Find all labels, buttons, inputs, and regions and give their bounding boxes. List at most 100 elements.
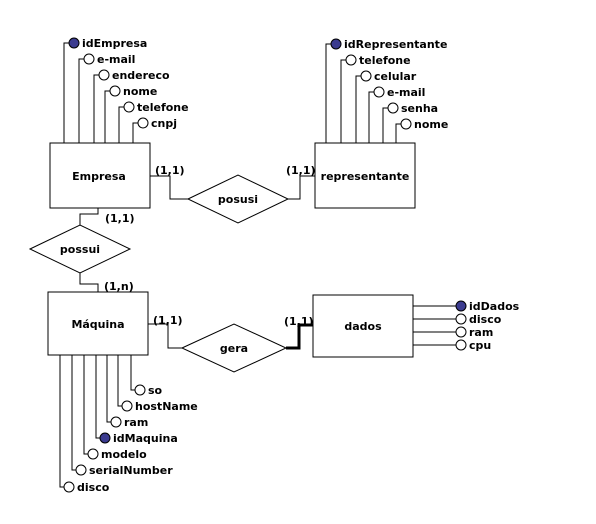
relationship-gera-label: gera xyxy=(220,342,248,355)
connector-line xyxy=(106,355,111,423)
entity-representante[interactable]: representante xyxy=(314,142,416,209)
attr-maquina-disco[interactable]: disco xyxy=(63,481,110,494)
attribute-icon xyxy=(121,400,133,412)
primary-key-icon xyxy=(99,432,111,444)
attr-representante-celular[interactable]: celular xyxy=(360,70,417,83)
connector-line xyxy=(63,42,69,143)
connector-empresa-posusi xyxy=(150,175,188,200)
entity-maquina-label: Máquina xyxy=(71,318,124,331)
relationship-gera[interactable]: gera xyxy=(180,323,288,373)
attribute-icon xyxy=(110,416,122,428)
attr-empresa-telefone[interactable]: telefone xyxy=(123,101,189,114)
connector-gera-dados xyxy=(286,323,313,350)
attr-maquina-ram[interactable]: ram xyxy=(110,416,148,429)
attribute-icon xyxy=(455,313,467,325)
cardinality-empresa-possui: (1,1) xyxy=(105,212,135,225)
cardinality-maquina-possui: (1,n) xyxy=(104,280,134,293)
attr-label: nome xyxy=(123,85,157,98)
attribute-icon xyxy=(373,86,385,98)
attr-label: telefone xyxy=(359,54,411,67)
attribute-icon xyxy=(123,101,135,113)
attr-empresa-endereco[interactable]: endereco xyxy=(98,69,170,82)
attribute-icon xyxy=(387,102,399,114)
connector-line xyxy=(355,75,361,143)
attr-label: cpu xyxy=(469,339,491,352)
connector-line xyxy=(95,355,100,439)
attr-label: nome xyxy=(414,118,448,131)
connector-line xyxy=(83,355,88,455)
attr-dados-iddados[interactable]: idDados xyxy=(455,300,520,313)
attr-empresa-idempresa[interactable]: idEmpresa xyxy=(68,37,147,50)
attr-label: ram xyxy=(469,326,493,339)
attr-label: idRepresentante xyxy=(344,38,447,51)
attr-label: cnpj xyxy=(151,117,177,130)
connector-lines xyxy=(59,42,456,488)
attr-label: endereco xyxy=(112,69,170,82)
attr-label: hostName xyxy=(135,400,198,413)
attr-maquina-serialnumber[interactable]: serialNumber xyxy=(75,464,173,477)
connector-line xyxy=(340,59,346,143)
attr-label: so xyxy=(148,384,163,397)
attr-empresa-cnpj[interactable]: cnpj xyxy=(137,117,177,130)
entity-dados[interactable]: dados xyxy=(312,294,414,358)
attr-label: telefone xyxy=(137,101,189,114)
entity-dados-label: dados xyxy=(344,320,382,333)
connector-line xyxy=(395,123,401,143)
primary-key-icon xyxy=(330,38,342,50)
connector-maquina-gera xyxy=(148,323,182,349)
attr-empresa-nome[interactable]: nome xyxy=(109,85,157,98)
attr-dados-ram[interactable]: ram xyxy=(455,326,493,339)
attr-maquina-so[interactable]: so xyxy=(134,384,163,397)
connector-empresa-possui xyxy=(79,208,99,225)
relationship-possui[interactable]: possui xyxy=(28,224,132,274)
attribute-icon xyxy=(87,448,99,460)
connector-line xyxy=(118,106,124,143)
entity-representante-label: representante xyxy=(321,170,410,183)
attr-maquina-hostname[interactable]: hostName xyxy=(121,400,198,413)
connector-line xyxy=(325,43,331,143)
connector-line xyxy=(104,90,110,143)
connector-line xyxy=(382,107,388,143)
cardinality-representante-posusi: (1,1) xyxy=(286,164,316,177)
relationship-posusi[interactable]: posusi xyxy=(186,174,290,224)
attribute-icon xyxy=(455,326,467,338)
attr-representante-email[interactable]: e-mail xyxy=(373,86,425,99)
attr-maquina-modelo[interactable]: modelo xyxy=(87,448,147,461)
attribute-icon xyxy=(63,481,75,493)
attribute-icon xyxy=(360,70,372,82)
attr-representante-telefone[interactable]: telefone xyxy=(345,54,411,67)
entity-empresa[interactable]: Empresa xyxy=(49,142,151,209)
attr-dados-disco[interactable]: disco xyxy=(455,313,502,326)
attr-label: disco xyxy=(469,313,502,326)
cardinality-maquina-gera: (1,1) xyxy=(153,314,183,327)
attr-representante-senha[interactable]: senha xyxy=(387,102,438,115)
attr-label: e-mail xyxy=(387,86,425,99)
attr-label: idMaquina xyxy=(113,432,178,445)
attr-label: idDados xyxy=(469,300,520,313)
attr-label: celular xyxy=(374,70,417,83)
primary-key-icon xyxy=(68,37,80,49)
relationship-posusi-label: posusi xyxy=(218,193,258,206)
attr-label: serialNumber xyxy=(89,464,173,477)
attr-maquina-idmaquina[interactable]: idMaquina xyxy=(99,432,178,445)
connector-line xyxy=(132,122,138,143)
attribute-icon xyxy=(400,118,412,130)
connector-line xyxy=(93,74,99,143)
connector-line xyxy=(368,91,374,143)
attr-representante-nome[interactable]: nome xyxy=(400,118,448,131)
attribute-icon xyxy=(83,53,95,65)
attribute-icon xyxy=(137,117,149,129)
attribute-icon xyxy=(134,384,146,396)
attribute-icon xyxy=(109,85,121,97)
entity-maquina[interactable]: Máquina xyxy=(47,291,149,356)
cardinality-empresa-posusi: (1,1) xyxy=(155,164,185,177)
attr-dados-cpu[interactable]: cpu xyxy=(455,339,491,352)
attr-label: e-mail xyxy=(97,53,135,66)
connector-line xyxy=(59,355,64,488)
primary-key-icon xyxy=(455,300,467,312)
attr-representante-idrepresentante[interactable]: idRepresentante xyxy=(330,38,447,51)
attr-label: modelo xyxy=(101,448,147,461)
attr-empresa-email[interactable]: e-mail xyxy=(83,53,135,66)
relationship-possui-label: possui xyxy=(60,243,100,256)
attribute-icon xyxy=(75,464,87,476)
